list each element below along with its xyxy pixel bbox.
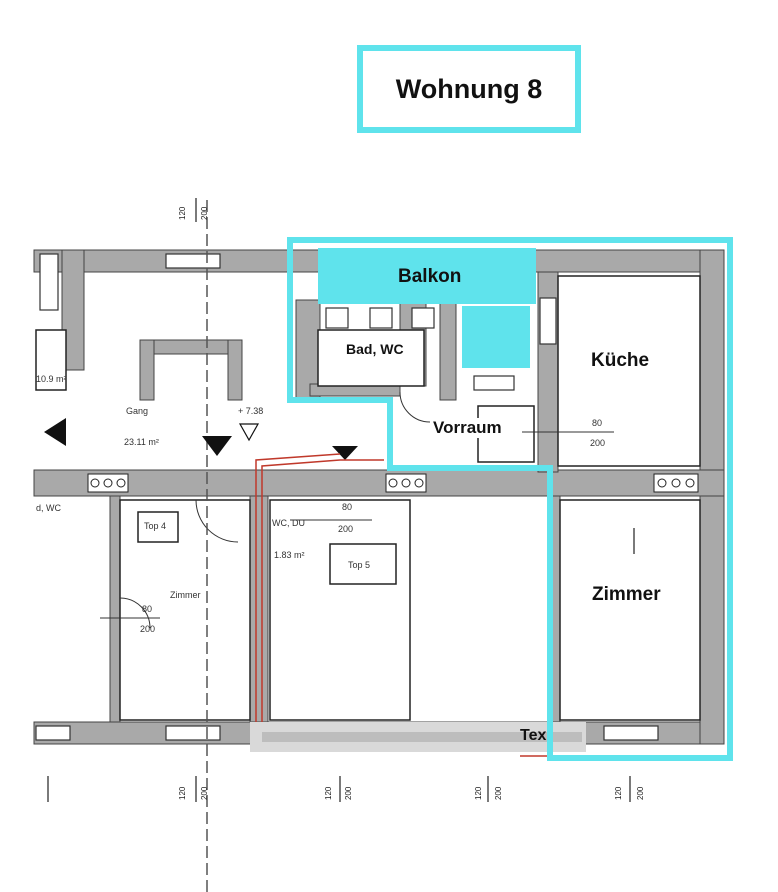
door-dim-kueche-h: 200	[590, 438, 606, 448]
balcony-fill-small	[462, 306, 530, 368]
room-label-balkon: Balkon	[398, 266, 462, 287]
window-dim-height-5: 200	[636, 786, 645, 800]
label-level: + 7.38	[238, 406, 264, 416]
dimension-ticks	[47, 198, 635, 802]
label-area-left: 10.9 m²	[36, 374, 67, 384]
label-top5: Top 5	[348, 560, 371, 570]
gray-bar-inner	[262, 732, 582, 742]
room-label-vorraum: Vorraum	[433, 418, 502, 438]
arrow-markers	[44, 418, 358, 460]
door-dim-wc-w: 80	[342, 502, 353, 512]
door-dim-wc-h: 200	[338, 524, 354, 534]
balcony-fill	[318, 248, 536, 304]
room-label-tex: Tex	[520, 727, 547, 744]
label-gang: Gang	[126, 406, 149, 416]
window-dim-height: 200	[200, 206, 209, 220]
label-gang-area: 23.11 m²	[124, 437, 159, 447]
label-zimmer-small: Zimmer	[170, 590, 201, 600]
room-label-zimmer: Zimmer	[592, 584, 661, 605]
label-wc: WC, DU	[272, 518, 305, 528]
window-dim-height-3: 200	[344, 786, 353, 800]
window-dim-width-2: 120	[178, 786, 187, 800]
door-dim-zimmer-w: 80	[142, 604, 153, 614]
apartment-title: Wohnung 8	[395, 73, 543, 104]
label-top4: Top 4	[144, 521, 167, 531]
door-dim-kueche-w: 80	[592, 418, 603, 428]
door-dim-zimmer-h: 200	[140, 624, 156, 634]
vent-shafts	[87, 473, 699, 493]
label-wc-area: 1.83 m²	[274, 550, 305, 560]
room-label-bad-wc: Bad, WC	[346, 341, 404, 357]
red-outline	[255, 453, 548, 757]
window-dim-width-5: 120	[614, 786, 623, 800]
window-dim-width-3: 120	[324, 786, 333, 800]
room-interiors	[35, 275, 701, 721]
window-dim-height-2: 200	[200, 786, 209, 800]
apartment-outline	[287, 237, 733, 761]
window-dim-width-4: 120	[474, 786, 483, 800]
window-dim-width: 120	[178, 206, 187, 220]
apartment-title-box: Wohnung 8	[357, 45, 581, 133]
window-dim-height-4: 200	[494, 786, 503, 800]
label-bad-left: d, WC	[36, 503, 62, 513]
doors	[100, 391, 614, 629]
room-label-kueche: Küche	[591, 350, 650, 371]
